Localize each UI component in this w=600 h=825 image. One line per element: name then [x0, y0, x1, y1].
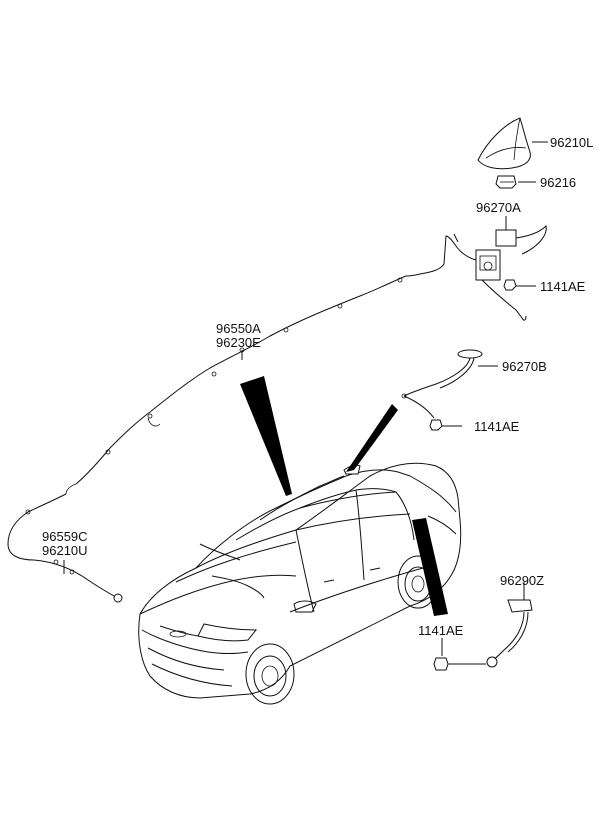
shark-fin-antenna-drawing — [477, 117, 548, 170]
ground-wire-drawing — [433, 582, 533, 671]
front-cable-drawing — [7, 493, 123, 603]
part-label-bolt-mid: 1141AE — [474, 419, 520, 434]
antenna-nut-drawing — [495, 175, 536, 189]
part-label-bolt-top: 1141AE — [540, 279, 586, 294]
part-label-bolt-low: 1141AE — [418, 623, 464, 638]
feeder-cable-rear-drawing — [401, 349, 498, 431]
part-label-front-cable-a: 96559C — [42, 529, 88, 544]
main-roof-cable-drawing — [65, 275, 407, 495]
feeder-cable-top-drawing — [405, 216, 547, 321]
part-label-feeder-rear: 96270B — [502, 359, 547, 374]
car-drawing — [138, 462, 462, 705]
part-label-ground-wire: 96290Z — [500, 573, 545, 588]
part-label-main-cable-a: 96550A — [216, 321, 261, 336]
part-label-nut: 96216 — [540, 175, 577, 190]
leader-wedge-rear-feeder — [346, 404, 398, 472]
part-label-antenna: 96210L — [550, 135, 594, 150]
part-label-main-cable-b: 96230E — [216, 335, 261, 350]
leader-wedge-ground — [412, 518, 448, 616]
leader-wedge-roof — [240, 376, 292, 496]
part-label-feeder-top: 96270A — [476, 200, 521, 215]
part-label-front-cable-b: 96210U — [42, 543, 88, 558]
